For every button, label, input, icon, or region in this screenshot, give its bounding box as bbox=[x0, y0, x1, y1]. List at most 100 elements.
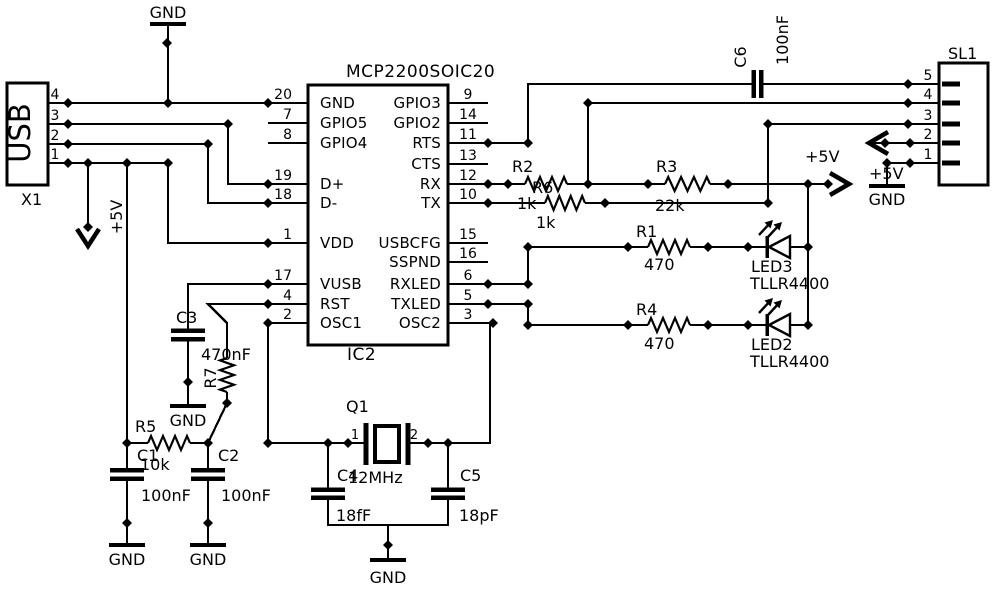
led3-part: TLLR4400 bbox=[749, 274, 829, 293]
resistor-r1-value: 470 bbox=[644, 255, 675, 274]
sl1-pin-number: 2 bbox=[924, 127, 933, 143]
ic-pin-label: SSPND bbox=[389, 253, 441, 271]
capacitor-c4-ref: C4 bbox=[337, 466, 358, 485]
capacitor-c4-symbol bbox=[311, 487, 345, 500]
ic-pin-number: 2 bbox=[283, 307, 292, 323]
crystal-pin-number: 1 bbox=[351, 428, 359, 443]
ic-pin-number: 20 bbox=[274, 87, 292, 103]
gnd-label-sl1: GND bbox=[869, 190, 906, 209]
led3-symbol bbox=[758, 220, 792, 260]
crystal-value: 12MHz bbox=[348, 468, 403, 487]
ic-pin-number: 4 bbox=[283, 288, 292, 304]
resistor-r6-value: 1k bbox=[536, 213, 556, 232]
capacitor-c3-symbol bbox=[171, 328, 205, 342]
plus5v-arrow-left-icon bbox=[864, 130, 890, 156]
ic-pin-number: 7 bbox=[283, 107, 292, 123]
led2-part: TLLR4400 bbox=[749, 352, 829, 371]
capacitor-c1-value: 100nF bbox=[141, 486, 191, 505]
ic-title: MCP2200SOIC20 bbox=[346, 62, 495, 82]
usb-pin-number: 3 bbox=[51, 108, 60, 124]
resistor-r4-value: 470 bbox=[644, 334, 675, 353]
ic-pin-number: 3 bbox=[464, 307, 473, 323]
gnd-label-xtal: GND bbox=[370, 568, 407, 587]
gnd-label-c2: GND bbox=[190, 550, 227, 569]
crystal-pin-number: 2 bbox=[410, 428, 418, 443]
sl1-connector-outline bbox=[937, 61, 990, 187]
gnd-symbols bbox=[109, 22, 905, 562]
capacitor-c6-symbol bbox=[751, 70, 764, 98]
gnd-label-c3: GND bbox=[170, 411, 207, 430]
capacitor-c6-ref: C6 bbox=[731, 46, 750, 67]
ic-pin-label: D+ bbox=[320, 175, 345, 193]
usb-label: USB bbox=[3, 103, 37, 163]
led2-symbol bbox=[758, 298, 792, 338]
resistor-r3-value: 22k bbox=[655, 196, 685, 215]
crystal-ref: Q1 bbox=[346, 397, 369, 416]
gnd-label-top: GND bbox=[150, 3, 187, 22]
capacitor-c4-value: 18fF bbox=[336, 506, 371, 525]
sl1-pin-bars bbox=[942, 81, 960, 166]
usb-pin-number: 2 bbox=[51, 128, 60, 144]
ic-pin-number: 18 bbox=[274, 187, 292, 203]
resistor-r5-value: 10k bbox=[140, 455, 170, 474]
ic-pin-label: TX bbox=[420, 194, 441, 212]
plus5v-label-rx: +5V bbox=[805, 147, 840, 166]
ic-pin-number: 9 bbox=[464, 87, 473, 103]
capacitor-c5-symbol bbox=[431, 487, 465, 500]
usb-pin-number: 4 bbox=[51, 87, 60, 103]
ic-pin-number: 12 bbox=[459, 168, 477, 184]
led2-ref: LED2 bbox=[751, 335, 793, 354]
ic-pin-number: 14 bbox=[459, 107, 477, 123]
capacitor-c2-symbol bbox=[191, 468, 225, 481]
usb-ref: X1 bbox=[21, 190, 42, 209]
capacitor-c2-ref: C2 bbox=[218, 446, 239, 465]
plus5v-label-usb: +5V bbox=[107, 200, 126, 235]
plus5v-label-sl1: +5V bbox=[869, 164, 904, 183]
ic-pin-label: CTS bbox=[411, 155, 441, 173]
resistor-r6-ref: R6 bbox=[532, 178, 553, 197]
capacitor-c1-ref: C1 bbox=[137, 446, 158, 465]
capacitor-c5-value: 18pF bbox=[459, 506, 499, 525]
ic-pin-label: VUSB bbox=[320, 275, 362, 293]
capacitor-c5-ref: C5 bbox=[460, 466, 481, 485]
ic-pin-label: TXLED bbox=[390, 295, 441, 313]
resistor-r3-ref: R3 bbox=[656, 157, 677, 176]
ic-pin-label: RTS bbox=[412, 134, 441, 152]
ic-pin-number: 19 bbox=[274, 168, 292, 184]
ic-pin-label: VDD bbox=[320, 234, 354, 252]
sl1-pin-number: 5 bbox=[924, 68, 933, 84]
resistor-r5-ref: R5 bbox=[135, 417, 156, 436]
led3-ref: LED3 bbox=[751, 257, 793, 276]
capacitor-c2-value: 100nF bbox=[221, 486, 271, 505]
ic-pin-number: 11 bbox=[459, 127, 477, 143]
capacitor-c1-symbol bbox=[110, 468, 144, 481]
ic-pin-label: GPIO4 bbox=[320, 134, 367, 152]
ic-pin-label: GPIO2 bbox=[394, 114, 441, 132]
ic-pin-number: 13 bbox=[459, 148, 477, 164]
plus5v-arrow-right-icon bbox=[828, 171, 854, 197]
resistor-r2-ref: R2 bbox=[512, 157, 533, 176]
ic-outline bbox=[306, 83, 450, 347]
sl1-pin-number: 3 bbox=[924, 108, 933, 124]
ic-pin-label: OSC2 bbox=[399, 314, 441, 332]
resistor-r7-ref: R7 bbox=[201, 367, 220, 388]
resistor-r4-ref: R4 bbox=[636, 300, 657, 319]
resistor-r1-ref: R1 bbox=[636, 222, 657, 241]
gnd-label-c1: GND bbox=[109, 550, 146, 569]
usb-pin-number: 1 bbox=[51, 147, 60, 163]
ic-pin-number: 15 bbox=[459, 227, 477, 243]
resistor-r2-value: 1k bbox=[517, 194, 537, 213]
resistor-symbols bbox=[146, 174, 711, 453]
sl1-pin-number: 4 bbox=[924, 87, 933, 103]
usb-connector-outline bbox=[5, 81, 50, 187]
ic-pin-label: RX bbox=[420, 175, 441, 193]
ic-pin-number: 17 bbox=[274, 268, 292, 284]
ic-pin-number: 16 bbox=[459, 246, 477, 262]
ic-pin-label: GND bbox=[320, 94, 355, 112]
plus5v-arrow-down-icon bbox=[75, 227, 101, 251]
ic-pin-label: D- bbox=[320, 194, 337, 212]
ic-pin-label: GPIO5 bbox=[320, 114, 367, 132]
sl1-pin-number: 1 bbox=[924, 147, 933, 163]
ic-pin-label: USBCFG bbox=[379, 234, 441, 252]
